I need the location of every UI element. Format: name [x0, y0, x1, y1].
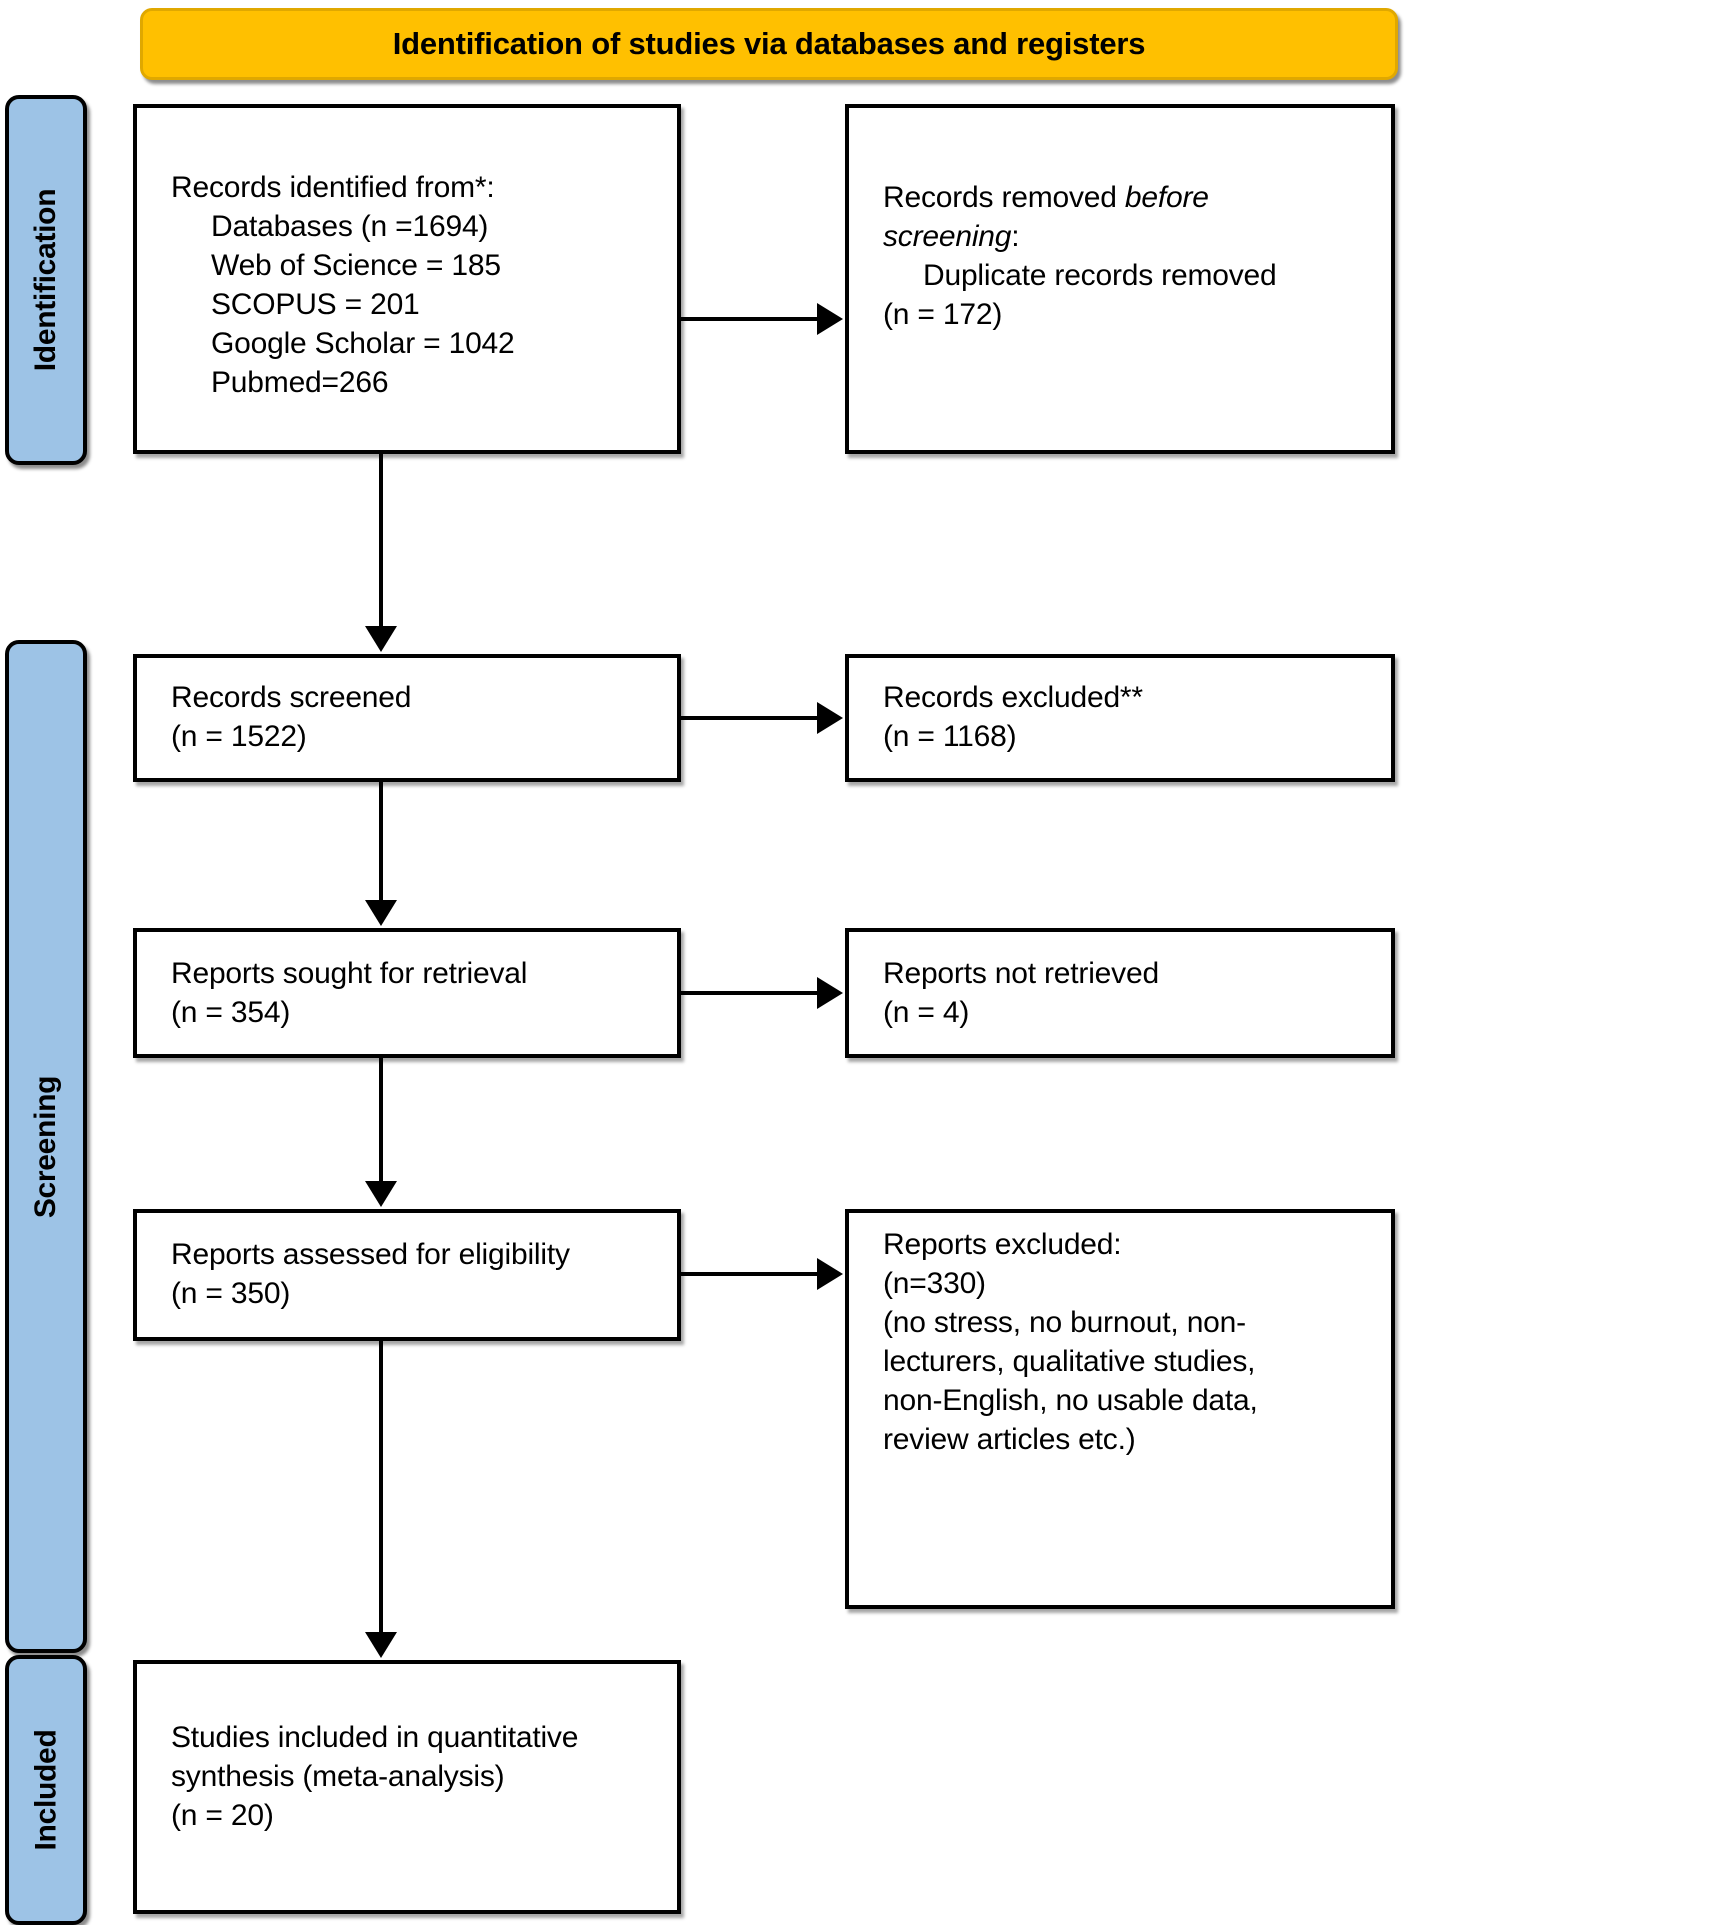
- node-records-screened-text: Records screened (n = 1522): [171, 678, 667, 756]
- records-identified-line1: Records identified from*:: [171, 171, 495, 204]
- node-records-removed: Records removed before screening: Duplic…: [845, 104, 1395, 454]
- connector-screened-to-excluded: [681, 716, 819, 720]
- diagram-title: Identification of studies via databases …: [392, 25, 1146, 61]
- node-reports-assessed: Reports assessed for eligibility (n = 35…: [133, 1209, 681, 1341]
- records-identified-line3: Web of Science = 185: [211, 249, 501, 282]
- reports-assessed-line1: Reports assessed for eligibility: [171, 1238, 570, 1271]
- node-records-removed-text: Records removed before screening: Duplic…: [883, 178, 1381, 334]
- records-removed-line4: (n = 172): [883, 298, 1003, 331]
- records-removed-colon: :: [1011, 220, 1020, 253]
- records-identified-line6: Pubmed=266: [211, 366, 389, 399]
- phase-label-identification: Identification: [29, 188, 62, 372]
- reports-not-retrieved-line1: Reports not retrieved: [883, 957, 1159, 990]
- studies-included-line3: (n = 20): [171, 1799, 274, 1832]
- reports-excluded-line6: review articles etc.): [883, 1423, 1136, 1456]
- phase-bar-included: Included: [5, 1655, 87, 1925]
- arrowhead-assessed-to-included: [365, 1632, 397, 1658]
- node-reports-excluded: Reports excluded: (n=330) (no stress, no…: [845, 1209, 1395, 1609]
- node-reports-not-retrieved-text: Reports not retrieved (n = 4): [883, 954, 1381, 1032]
- node-records-screened: Records screened (n = 1522): [133, 654, 681, 782]
- records-screened-line1: Records screened: [171, 681, 412, 714]
- arrowhead-sought-to-assessed: [365, 1181, 397, 1207]
- node-reports-assessed-text: Reports assessed for eligibility (n = 35…: [171, 1235, 667, 1313]
- records-identified-line5: Google Scholar = 1042: [211, 327, 515, 360]
- connector-identified-to-removed: [681, 317, 819, 321]
- connector-assessed-to-excluded-reports: [681, 1272, 819, 1276]
- reports-excluded-line2: (n=330): [883, 1267, 986, 1300]
- node-reports-sought: Reports sought for retrieval (n = 354): [133, 928, 681, 1058]
- node-reports-excluded-text: Reports excluded: (n=330) (no stress, no…: [883, 1225, 1381, 1459]
- arrowhead-screened-to-sought: [365, 900, 397, 926]
- reports-excluded-line4: lecturers, qualitative studies,: [883, 1345, 1256, 1378]
- connector-screened-to-sought: [379, 782, 383, 902]
- reports-assessed-line2: (n = 350): [171, 1277, 291, 1310]
- node-records-excluded: Records excluded** (n = 1168): [845, 654, 1395, 782]
- studies-included-line2: synthesis (meta-analysis): [171, 1760, 505, 1793]
- reports-sought-line2: (n = 354): [171, 996, 291, 1029]
- records-identified-line4: SCOPUS = 201: [211, 288, 420, 321]
- diagram-header-bar: Identification of studies via databases …: [140, 8, 1398, 80]
- node-studies-included: Studies included in quantitative synthes…: [133, 1660, 681, 1914]
- arrowhead-sought-to-not-retrieved: [817, 977, 843, 1009]
- phase-bar-identification: Identification: [5, 95, 87, 465]
- connector-identified-to-screened: [379, 454, 383, 628]
- records-screened-line2: (n = 1522): [171, 720, 307, 753]
- arrowhead-identified-to-screened: [365, 626, 397, 652]
- phase-bar-screening: Screening: [5, 640, 87, 1653]
- records-removed-line3: Duplicate records removed: [923, 259, 1277, 292]
- arrowhead-identified-to-removed: [817, 303, 843, 335]
- records-excluded-line1: Records excluded**: [883, 681, 1143, 714]
- node-records-excluded-text: Records excluded** (n = 1168): [883, 678, 1381, 756]
- arrowhead-assessed-to-excluded-reports: [817, 1258, 843, 1290]
- reports-not-retrieved-line2: (n = 4): [883, 996, 970, 1029]
- reports-excluded-line1: Reports excluded:: [883, 1228, 1122, 1261]
- node-reports-sought-text: Reports sought for retrieval (n = 354): [171, 954, 667, 1032]
- connector-assessed-to-included: [379, 1341, 383, 1634]
- reports-excluded-line3: (no stress, no burnout, non-: [883, 1306, 1246, 1339]
- node-records-identified-text: Records identified from*: Databases (n =…: [171, 168, 667, 402]
- arrowhead-screened-to-excluded: [817, 702, 843, 734]
- records-excluded-line2: (n = 1168): [883, 720, 1017, 753]
- node-records-identified: Records identified from*: Databases (n =…: [133, 104, 681, 454]
- reports-excluded-line5: non-English, no usable data,: [883, 1384, 1258, 1417]
- node-studies-included-text: Studies included in quantitative synthes…: [171, 1718, 667, 1835]
- phase-label-screening: Screening: [29, 1075, 63, 1218]
- connector-sought-to-assessed: [379, 1058, 383, 1183]
- records-removed-screening-italic: screening: [883, 220, 1012, 253]
- studies-included-line1: Studies included in quantitative: [171, 1721, 579, 1754]
- records-removed-line1a: Records removed: [883, 181, 1125, 214]
- records-identified-line2: Databases (n =1694): [211, 210, 489, 243]
- records-removed-before-italic: before: [1124, 181, 1209, 214]
- node-reports-not-retrieved: Reports not retrieved (n = 4): [845, 928, 1395, 1058]
- phase-label-included: Included: [29, 1729, 63, 1851]
- connector-sought-to-not-retrieved: [681, 991, 819, 995]
- reports-sought-line1: Reports sought for retrieval: [171, 957, 528, 990]
